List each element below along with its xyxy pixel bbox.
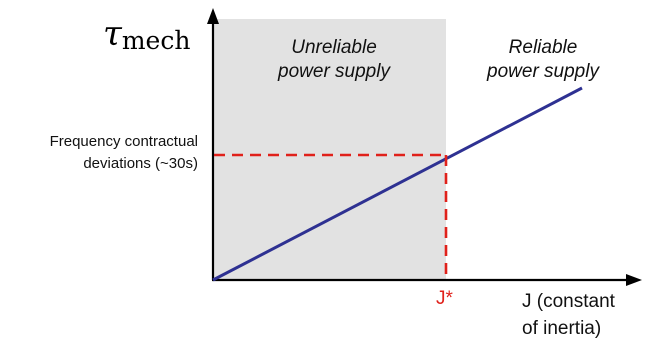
unreliable-region-shade <box>214 19 446 279</box>
y-axis-symbol: τmech <box>103 14 190 57</box>
reliable-region-label: Reliable power supply <box>473 36 613 84</box>
frequency-threshold-label: Frequency contractual deviations (~30s) <box>2 131 198 175</box>
mech-subscript: mech <box>121 26 191 55</box>
unreliable-region-label: Unreliable power supply <box>264 36 404 84</box>
j-star-label: J* <box>436 288 453 309</box>
tau-vs-inertia-line <box>212 86 583 282</box>
x-axis-arrowhead <box>626 274 642 286</box>
reliable-label-line2: power supply <box>487 61 599 82</box>
y-axis-arrowhead <box>207 8 219 24</box>
tau-symbol: τ <box>103 14 122 54</box>
threshold-label-line2: deviations (~30s) <box>83 155 198 172</box>
reliable-label-line1: Reliable <box>508 37 578 58</box>
unreliable-label-line2: power supply <box>278 61 390 82</box>
threshold-label-line1: Frequency contractual <box>49 133 198 150</box>
x-axis-label-line2: of inertia) <box>522 318 602 339</box>
unreliable-label-line1: Unreliable <box>291 37 377 58</box>
x-axis-label: J (constant of inertia) <box>522 290 615 341</box>
x-axis-label-line1: J (constant <box>522 291 615 312</box>
